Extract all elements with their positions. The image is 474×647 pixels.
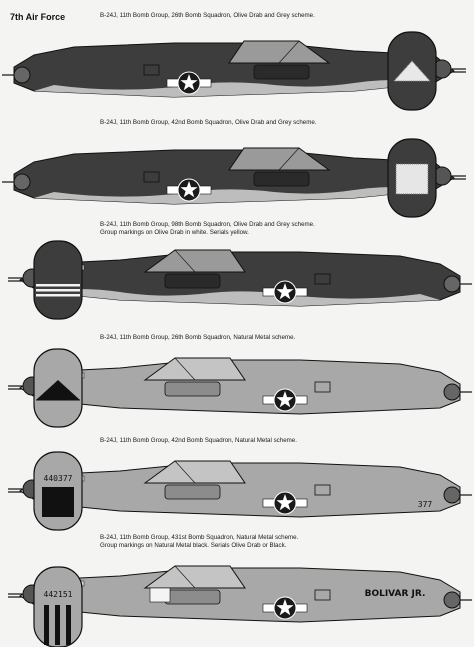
tail-turret xyxy=(443,275,461,293)
tail-turret xyxy=(443,591,461,609)
aircraft-profile-5: 440377 377 xyxy=(8,451,472,531)
insignia-star xyxy=(276,599,294,616)
tail-turret xyxy=(13,173,31,191)
fuselage xyxy=(19,567,461,623)
waist-window xyxy=(314,273,331,285)
tail-marking-square xyxy=(42,487,74,517)
engine-nacelle xyxy=(164,484,221,500)
waist-window xyxy=(143,64,160,76)
wing xyxy=(228,147,331,171)
tail-marking-triangle xyxy=(36,380,80,400)
tail-fin xyxy=(33,240,83,320)
wing-panel-line xyxy=(278,147,300,171)
wing xyxy=(143,460,246,484)
waist-window xyxy=(143,171,160,183)
tail-marking-triangle xyxy=(392,60,432,82)
tail-marking-stripe xyxy=(36,289,80,292)
fuselage-underside xyxy=(40,289,440,306)
profile-caption-3: B-24J, 11th Bomb Group, 98th Bomb Squadr… xyxy=(100,221,315,236)
profile-caption-4: B-24J, 11th Bomb Group, 26th Bomb Squadr… xyxy=(100,334,296,341)
tail-turret xyxy=(443,486,461,504)
fuselage xyxy=(19,462,461,518)
waist-window xyxy=(314,484,331,496)
waist-window xyxy=(314,589,331,601)
aircraft-profile-4 xyxy=(8,348,472,428)
fuselage xyxy=(19,359,461,415)
wing-panel-line xyxy=(174,357,196,381)
insignia-star xyxy=(180,181,198,198)
tail-marking-stripe xyxy=(36,294,80,297)
insignia-star xyxy=(180,74,198,91)
insignia-star xyxy=(276,494,294,511)
profile-caption-6: B-24J, 11th Bomb Group, 431st Bomb Squad… xyxy=(100,534,299,549)
aircraft-profile-2 xyxy=(2,138,466,218)
page-title: 7th Air Force xyxy=(10,12,66,22)
fuselage-panel xyxy=(149,587,171,603)
wing-panel-line xyxy=(174,565,196,589)
engine-nacelle xyxy=(253,64,310,80)
tail-marking-stripe xyxy=(36,284,80,287)
wing-panel-line xyxy=(278,40,300,64)
aircraft-profile-3 xyxy=(8,240,472,320)
wing xyxy=(143,357,246,381)
profile-caption-5: B-24J, 11th Bomb Group, 42nd Bomb Squadr… xyxy=(100,437,297,444)
tail-marking-bar xyxy=(66,605,71,645)
engine-nacelle xyxy=(164,381,221,397)
tail-marking-square xyxy=(395,163,429,195)
wing-panel-line xyxy=(174,460,196,484)
profile-caption-2: B-24J, 11th Bomb Group, 42nd Bomb Squadr… xyxy=(100,119,317,126)
nose-art: BOLIVAR JR. xyxy=(365,589,426,599)
wing xyxy=(228,40,331,64)
waist-window xyxy=(314,381,331,393)
fuselage-underside xyxy=(34,187,434,204)
insignia-star xyxy=(276,391,294,408)
profile-caption-1: B-24J, 11th Bomb Group, 26th Bomb Squadr… xyxy=(100,12,315,19)
wing-panel-line xyxy=(174,249,196,273)
engine-nacelle xyxy=(164,273,221,289)
aircraft-profile-6: 442151 BOLIVAR JR. xyxy=(8,565,472,647)
tail-turret xyxy=(13,66,31,84)
wing xyxy=(143,249,246,273)
engine-nacelle xyxy=(253,171,310,187)
tail-marking-bar xyxy=(44,605,49,645)
tail-turret xyxy=(443,383,461,401)
tail-marking-bar xyxy=(55,605,60,645)
insignia-star xyxy=(276,283,294,300)
engine-nacelle xyxy=(164,589,221,605)
fuselage-number: 377 xyxy=(418,500,433,509)
aircraft-profile-1 xyxy=(2,31,466,111)
wing xyxy=(143,565,246,589)
fuselage-underside xyxy=(34,80,434,97)
tail-serial: 442151 xyxy=(44,590,73,599)
tail-serial: 440377 xyxy=(44,474,73,483)
